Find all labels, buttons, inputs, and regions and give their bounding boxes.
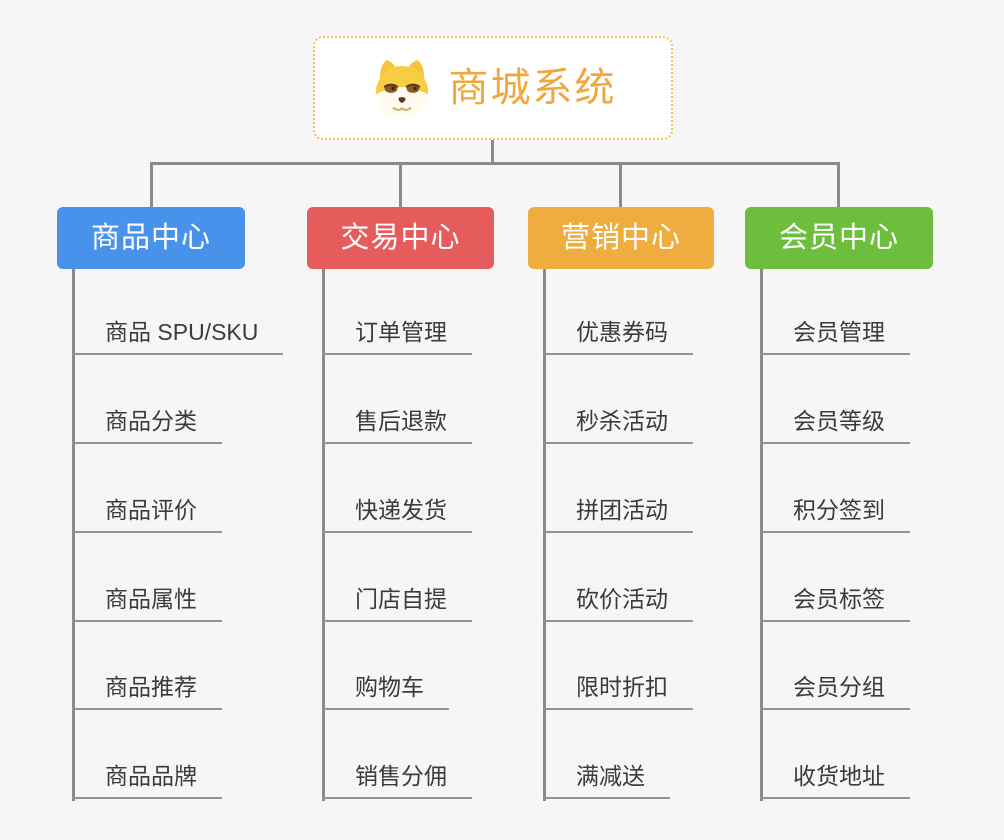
branch-marketing-center: 营销中心 优惠券码 秒杀活动 拼团活动 砍价活动 限时折扣 满减送 (528, 207, 714, 801)
child-node[interactable]: 商品品牌 (72, 761, 222, 799)
child-node[interactable]: 商品 SPU/SKU (72, 317, 284, 355)
connector-drop-marketing (619, 162, 622, 208)
branch-line-member (760, 269, 763, 801)
child-node[interactable]: 满减送 (543, 761, 670, 799)
root-node[interactable]: 商城系统 (313, 36, 673, 140)
connector-drop-product (150, 162, 153, 208)
branch-product-center: 商品中心 商品 SPU/SKU 商品分类 商品评价 商品属性 商品推荐 商品品牌 (57, 207, 284, 801)
child-node[interactable]: 秒杀活动 (543, 406, 693, 444)
child-node[interactable]: 砍价活动 (543, 584, 693, 622)
branch-header-product[interactable]: 商品中心 (57, 207, 245, 269)
branch-line-marketing (543, 269, 546, 801)
child-node[interactable]: 会员标签 (760, 584, 910, 622)
connector-horizontal-rail (150, 162, 840, 165)
child-node[interactable]: 商品分类 (72, 406, 222, 444)
child-node[interactable]: 快递发货 (322, 495, 472, 533)
child-node[interactable]: 商品评价 (72, 495, 222, 533)
child-node[interactable]: 销售分佣 (322, 761, 472, 799)
branch-header-trade[interactable]: 交易中心 (307, 207, 494, 269)
child-node[interactable]: 收货地址 (760, 761, 910, 799)
child-node[interactable]: 售后退款 (322, 406, 472, 444)
connector-root-stub (491, 139, 494, 165)
root-title: 商城系统 (448, 66, 617, 110)
child-node[interactable]: 积分签到 (760, 495, 910, 533)
branch-line-product (72, 269, 75, 801)
connector-drop-member (837, 162, 840, 208)
child-node[interactable]: 门店自提 (322, 584, 472, 622)
child-node[interactable]: 购物车 (322, 672, 449, 710)
child-node[interactable]: 订单管理 (322, 317, 472, 355)
child-node[interactable]: 商品推荐 (72, 672, 222, 710)
branch-header-member[interactable]: 会员中心 (745, 207, 933, 269)
child-node[interactable]: 会员分组 (760, 672, 910, 710)
branch-header-marketing[interactable]: 营销中心 (528, 207, 714, 269)
child-node[interactable]: 会员管理 (760, 317, 910, 355)
branch-member-center: 会员中心 会员管理 会员等级 积分签到 会员标签 会员分组 收货地址 (745, 207, 933, 801)
child-node[interactable]: 限时折扣 (543, 672, 693, 710)
branch-trade-center: 交易中心 订单管理 售后退款 快递发货 门店自提 购物车 销售分佣 (307, 207, 494, 801)
child-node[interactable]: 商品属性 (72, 584, 222, 622)
connector-drop-trade (399, 162, 402, 208)
child-node[interactable]: 优惠券码 (543, 317, 693, 355)
shiba-dog-icon (375, 60, 428, 118)
child-node[interactable]: 会员等级 (760, 406, 910, 444)
child-node[interactable]: 拼团活动 (543, 495, 693, 533)
branch-line-trade (322, 269, 325, 801)
